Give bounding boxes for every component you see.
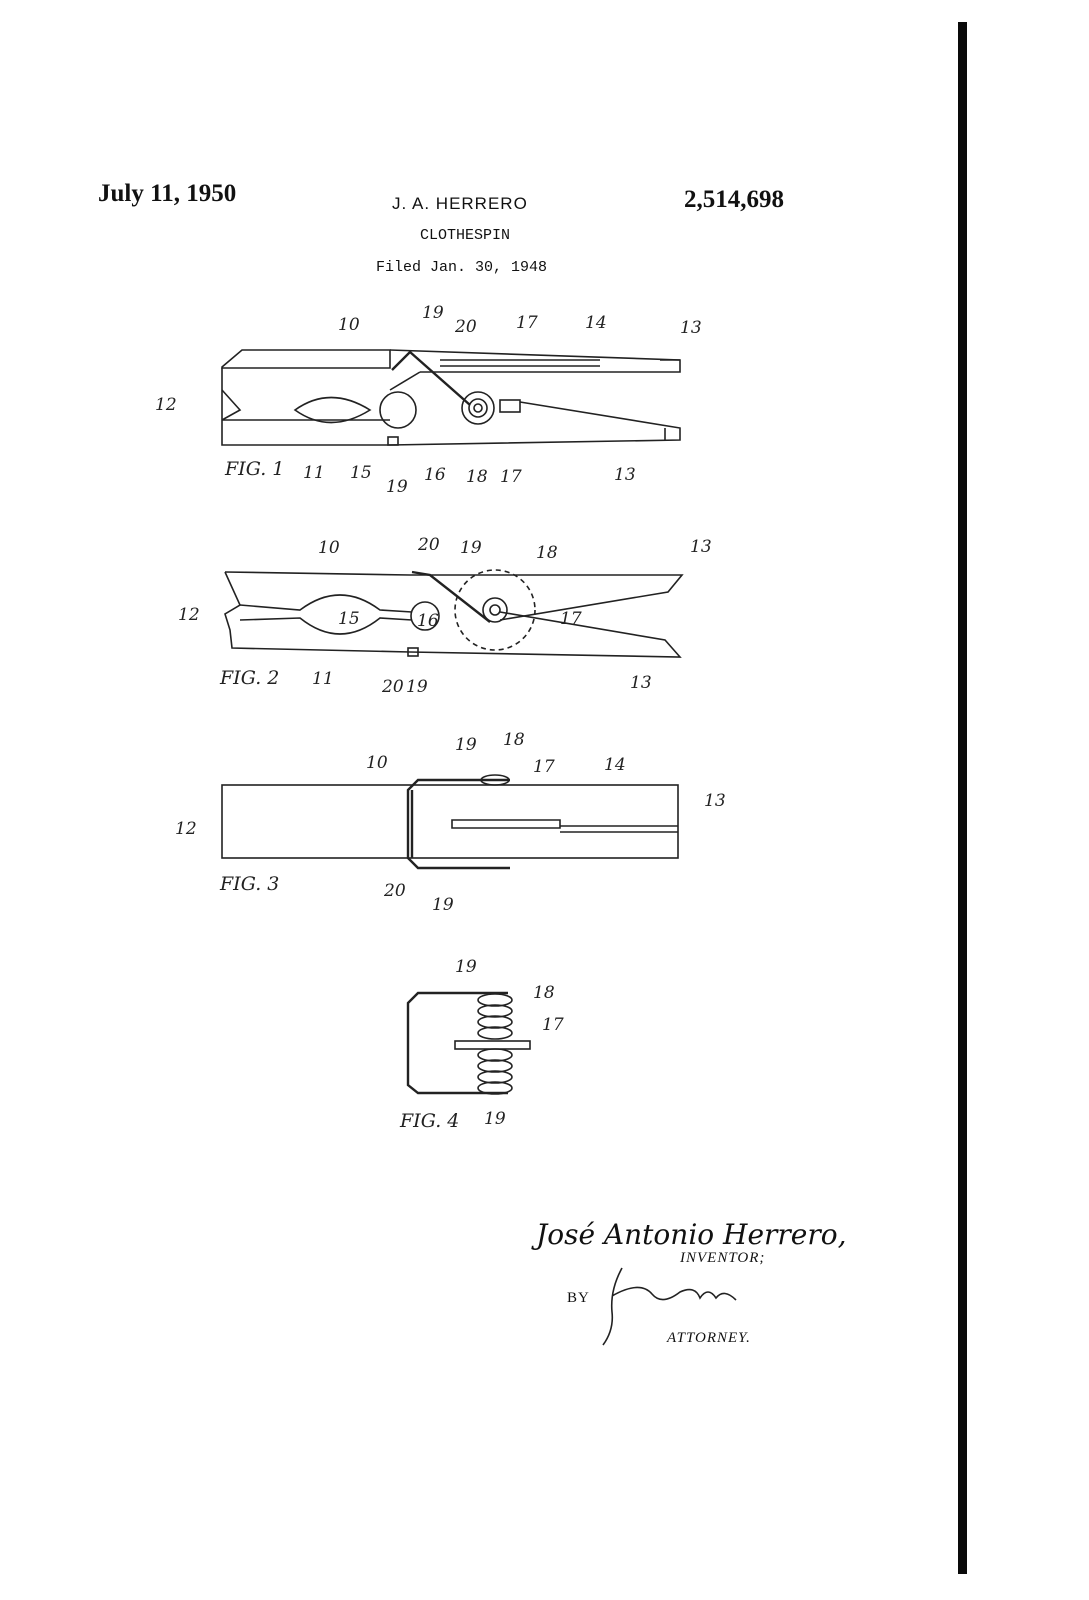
fig1-jaw-body — [221, 368, 390, 446]
fig3-pivot-17 — [451, 819, 561, 829]
fig1-label-17b: 17 — [500, 467, 522, 487]
fig1-pivot-17 — [499, 399, 521, 413]
fig1-label-13b: 13 — [614, 465, 636, 485]
fig2-label-17: 17 — [560, 609, 582, 629]
fig3-body — [221, 784, 679, 859]
fig1-recess-16 — [379, 391, 417, 429]
fig2-label-10: 10 — [318, 538, 340, 558]
fig1-label-19: 19 — [422, 303, 444, 323]
fig1-label-14: 14 — [585, 313, 607, 333]
fig1-caption: FIG. 1 — [224, 458, 284, 480]
fig1-label-16: 16 — [424, 465, 446, 485]
fig3-label-17: 17 — [533, 757, 555, 777]
fig2-recess-15 — [239, 594, 413, 635]
fig3-label-13: 13 — [704, 791, 726, 811]
fig1-upper-jaw-top — [221, 349, 391, 369]
attorney-role: ATTORNEY. — [667, 1330, 751, 1346]
fig3-label-19: 19 — [455, 735, 477, 755]
fig1-label-11: 11 — [303, 463, 325, 483]
fig3-slot — [560, 825, 678, 833]
fig1-spring-wire-19 — [391, 350, 471, 406]
fig4-label-17: 17 — [542, 1015, 564, 1035]
fig2-clip-19 — [407, 647, 419, 657]
fig1-label-15: 15 — [350, 463, 372, 483]
fig1-label-13: 13 — [680, 318, 702, 338]
fig3-caption: FIG. 3 — [219, 873, 279, 895]
figure-1: 10 19 20 17 14 13 12 FIG. 1 11 15 19 16 … — [155, 303, 702, 497]
fig1-recess-15 — [293, 396, 372, 424]
page-edge-bar — [958, 22, 967, 1574]
fig1-label-12: 12 — [155, 395, 177, 415]
fig2-upper-jaw — [224, 571, 684, 621]
fig4-pivot-17 — [454, 1040, 531, 1050]
fig1-lower-arm — [389, 401, 681, 446]
fig2-label-19: 19 — [460, 538, 482, 558]
fig4-spring-19 — [406, 991, 508, 1095]
figure-4: 19 18 17 FIG. 4 19 — [399, 957, 564, 1132]
fig1-clip-19 — [387, 436, 399, 446]
fig1-label-18: 18 — [466, 467, 488, 487]
fig3-coil-18 — [480, 774, 510, 786]
fig2-label-20: 20 — [417, 535, 440, 555]
fig1-coil-18 — [461, 391, 495, 425]
fig1-label-10: 10 — [338, 315, 360, 335]
filed-date: Filed Jan. 30, 1948 — [376, 259, 548, 276]
patent-number: 2,514,698 — [684, 186, 784, 213]
patent-date: July 11, 1950 — [98, 180, 237, 207]
fig4-label-19b: 19 — [484, 1109, 506, 1129]
fig2-label-15: 15 — [338, 609, 360, 629]
fig1-upper-arm — [389, 349, 681, 373]
figure-2: 10 20 19 18 13 12 15 16 17 FIG. 2 11 20 … — [178, 535, 712, 697]
fig3-spring-19 — [406, 778, 510, 870]
by-label: BY — [567, 1290, 590, 1306]
fig4-coil-18 — [477, 993, 513, 1095]
fig2-label-20b: 20 — [381, 677, 404, 697]
fig1-upper-arm-joint — [389, 371, 421, 391]
fig4-caption: FIG. 4 — [399, 1110, 459, 1132]
figure-3: 19 18 10 17 14 13 12 FIG. 3 20 19 — [175, 730, 726, 915]
fig2-coil-18 — [482, 597, 508, 623]
fig2-label-16: 16 — [417, 611, 439, 631]
fig3-label-14: 14 — [604, 755, 626, 775]
fig1-label-17: 17 — [516, 313, 538, 333]
attorney-signature — [602, 1267, 737, 1346]
inventor-name-header: J. A. HERRERO — [392, 194, 528, 213]
inventor-signature-name: José Antonio Herrero, — [536, 1218, 847, 1251]
fig2-label-18: 18 — [536, 543, 558, 563]
fig1-slot-14 — [440, 359, 600, 367]
fig2-label-12: 12 — [178, 605, 200, 625]
fig2-label-11: 11 — [312, 669, 334, 689]
fig3-label-10: 10 — [366, 753, 388, 773]
fig2-spring-wire-19 — [411, 570, 491, 623]
fig1-label-19b: 19 — [386, 477, 408, 497]
fig1-label-20: 20 — [454, 317, 477, 337]
fig2-label-13: 13 — [690, 537, 712, 557]
fig2-coil-outline — [454, 569, 536, 651]
fig3-label-20: 20 — [383, 881, 406, 901]
fig3-label-12: 12 — [175, 819, 197, 839]
inventor-role: INVENTOR; — [680, 1250, 766, 1266]
fig3-label-19b: 19 — [432, 895, 454, 915]
fig3-label-18: 18 — [503, 730, 525, 750]
fig2-recess-16 — [410, 601, 440, 631]
fig2-caption: FIG. 2 — [219, 667, 279, 689]
fig2-label-19b: 19 — [406, 677, 428, 697]
fig1-notch — [221, 389, 242, 421]
fig4-label-18: 18 — [533, 983, 555, 1003]
patent-title: CLOTHESPIN — [420, 227, 511, 244]
fig2-lower-jaw — [224, 571, 682, 658]
fig2-label-13b: 13 — [630, 673, 652, 693]
fig4-label-19: 19 — [455, 957, 477, 977]
